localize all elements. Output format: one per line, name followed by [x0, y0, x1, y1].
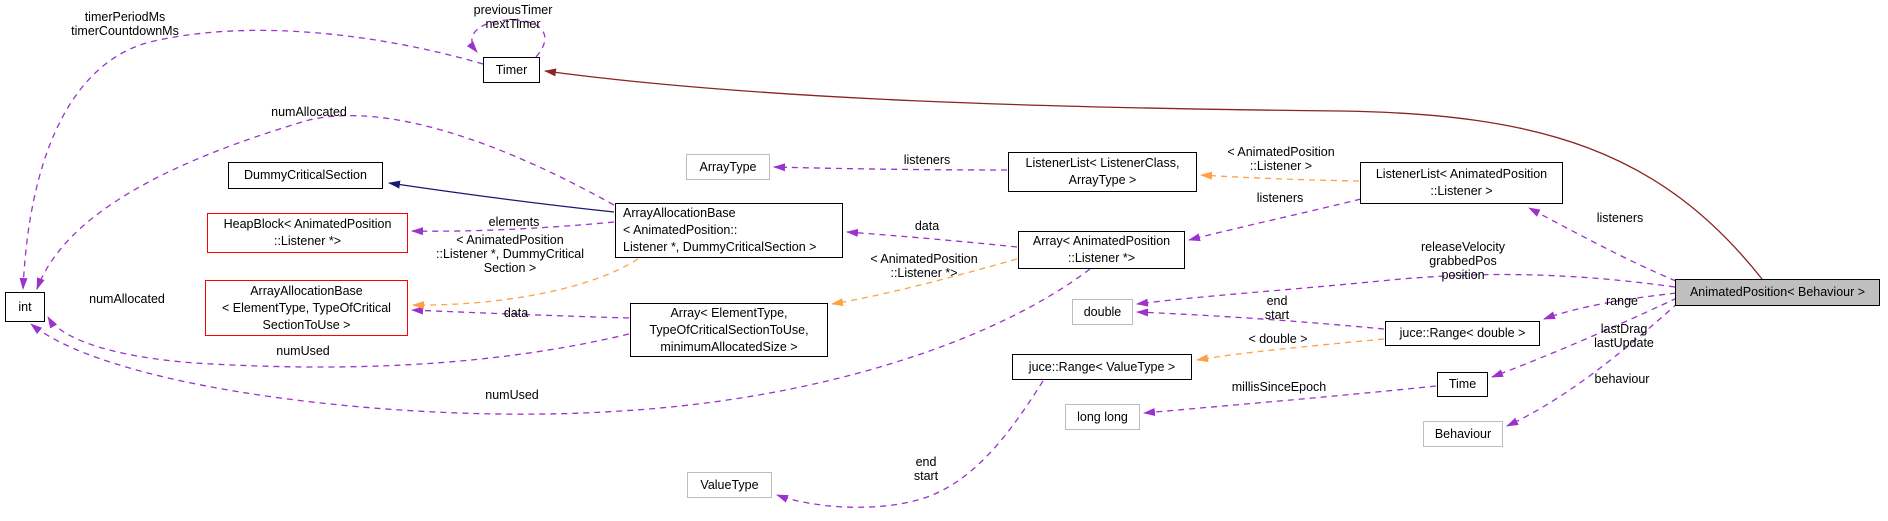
- class-node-arraytype: ArrayType: [686, 154, 770, 180]
- class-node-heapblock-listener[interactable]: HeapBlock< AnimatedPosition ::Listener *…: [207, 213, 408, 253]
- edge-label-data-left: data: [503, 306, 529, 320]
- edge-label-lastdrag: lastDrag lastUpdate: [1594, 322, 1654, 350]
- class-node-label: Timer: [495, 62, 528, 77]
- edge-label-behaviour-field: behaviour: [1594, 372, 1650, 386]
- class-node-label: ArrayAllocationBase < ElementType, TypeO…: [222, 283, 391, 332]
- class-node-listenerlist-animatedposition[interactable]: ListenerList< AnimatedPosition ::Listene…: [1360, 162, 1563, 204]
- edge-label-releasevelocity: releaseVelocity grabbedPos position: [1420, 240, 1506, 282]
- edge-label-tmpl-aab: < AnimatedPosition ::Listener *, DummyCr…: [436, 233, 584, 275]
- class-node-label: ListenerList< AnimatedPosition ::Listene…: [1375, 167, 1548, 198]
- edge-inherit-timer-private: [544, 68, 1763, 280]
- edge-template-array-instance: [831, 258, 1018, 307]
- class-node-array-allocation-base-listener[interactable]: ArrayAllocationBase < AnimatedPosition::…: [615, 203, 843, 258]
- class-node-animatedposition-behaviour: AnimatedPosition< Behaviour >: [1675, 279, 1880, 306]
- edge-inherit-dummycriticalsection: [388, 180, 615, 213]
- edge-aab-listener-to-heapblock-elements: [411, 221, 615, 236]
- class-node-label: Behaviour: [1434, 426, 1492, 441]
- edge-label-tmpl-listenerlist: < AnimatedPosition ::Listener >: [1227, 145, 1335, 173]
- edge-label-numallocated-left: numAllocated: [89, 292, 165, 306]
- edge-label-listeners-arraytype: listeners: [903, 153, 951, 167]
- edge-template-range-instance: [1196, 338, 1385, 363]
- class-node-dummy-critical-section[interactable]: DummyCriticalSection: [228, 162, 383, 189]
- edge-range-valuetype-to-valuetype-endstart: [776, 380, 1044, 508]
- class-node-range-double[interactable]: juce::Range< double >: [1385, 321, 1540, 346]
- edge-label-tmpl-double: < double >: [1248, 332, 1308, 346]
- edge-animpos-to-time-lastdrag: [1491, 297, 1678, 378]
- edge-label-previous-next-timer: previousTimer nextTimer: [473, 3, 553, 31]
- edge-label-data-mid: data: [914, 219, 940, 233]
- class-node-long-long: long long: [1065, 404, 1140, 430]
- class-node-timer[interactable]: Timer: [483, 57, 540, 83]
- edge-template-aab-instance: [412, 258, 639, 310]
- edge-label-listeners-right: listeners: [1596, 211, 1644, 225]
- class-node-range-valuetype[interactable]: juce::Range< ValueType >: [1012, 354, 1192, 380]
- edge-label-numallocated-top: numAllocated: [271, 105, 347, 119]
- edge-label-listeners-mid: listeners: [1256, 191, 1304, 205]
- edge-label-end-start-bottom: end start: [913, 455, 939, 483]
- class-node-behaviour: Behaviour: [1423, 421, 1503, 447]
- edge-animpos-to-listenerlist-listeners: [1528, 207, 1677, 282]
- edge-animpos-to-double-releasevelocity: [1136, 273, 1676, 307]
- edge-label-numused-upper: numUsed: [276, 344, 330, 358]
- class-node-label: double: [1083, 304, 1122, 319]
- class-node-listenerlist-generic[interactable]: ListenerList< ListenerClass, ArrayType >: [1008, 152, 1197, 192]
- class-node-label: ListenerList< ListenerClass, ArrayType >: [1025, 156, 1180, 187]
- edge-label-range: range: [1606, 294, 1638, 308]
- edge-time-to-longlong-millis: [1143, 385, 1437, 417]
- edge-label-millissinceepoch: millisSinceEpoch: [1231, 380, 1327, 394]
- class-node-array-generic[interactable]: Array< ElementType, TypeOfCriticalSectio…: [630, 303, 828, 357]
- class-node-label: HeapBlock< AnimatedPosition ::Listener *…: [223, 217, 392, 248]
- class-node-label: juce::Range< ValueType >: [1028, 359, 1176, 374]
- class-node-array-listener[interactable]: Array< AnimatedPosition ::Listener *>: [1018, 231, 1185, 269]
- class-node-label: AnimatedPosition< Behaviour >: [1689, 285, 1866, 299]
- edge-array-listener-to-aab-data: [846, 228, 1018, 248]
- class-node-label: Time: [1448, 377, 1477, 391]
- class-node-label: int: [18, 299, 32, 314]
- edge-animpos-to-behaviour: [1506, 302, 1679, 427]
- class-node-label: DummyCriticalSection: [244, 168, 367, 182]
- class-node-label: ArrayType: [699, 159, 757, 174]
- edge-label-end-start-right: end start: [1264, 294, 1290, 322]
- class-node-label: ValueType: [700, 477, 759, 492]
- edge-label-numused-lower: numUsed: [485, 388, 539, 402]
- class-node-label: Array< AnimatedPosition ::Listener *>: [1032, 234, 1171, 265]
- edge-listenerlist-to-arraytype-listeners: [773, 163, 1008, 172]
- edge-template-listenerlist-instance: [1200, 171, 1360, 182]
- class-node-label: long long: [1077, 409, 1128, 424]
- edge-label-tmpl-array: < AnimatedPosition ::Listener *>: [870, 252, 978, 280]
- class-node-label: Array< ElementType, TypeOfCriticalSectio…: [649, 305, 809, 354]
- edge-range-double-to-double-endstart: [1136, 308, 1385, 330]
- class-node-array-allocation-base-generic[interactable]: ArrayAllocationBase < ElementType, TypeO…: [205, 280, 408, 336]
- edge-animpos-to-range-range: [1543, 292, 1677, 320]
- edge-aab-listener-to-int-numallocated: [36, 114, 615, 290]
- edge-listenerlist-anim-to-array-listeners: [1188, 198, 1362, 242]
- class-node-valuetype: ValueType: [687, 472, 772, 498]
- edge-timer-to-int: [19, 29, 484, 290]
- class-node-label: juce::Range< double >: [1399, 326, 1526, 340]
- class-node-time[interactable]: Time: [1437, 372, 1488, 397]
- edge-array-generic-to-aab-data: [411, 306, 630, 319]
- class-node-int: int: [5, 292, 45, 322]
- edge-array-listener-to-int-numused: [30, 268, 1091, 415]
- edge-label-timer-period: timerPeriodMs timerCountdownMs: [71, 10, 179, 38]
- class-node-label: ArrayAllocationBase < AnimatedPosition::…: [623, 206, 817, 254]
- class-node-double: double: [1072, 299, 1133, 325]
- edge-array-generic-to-int-numused: [47, 316, 630, 368]
- edge-label-elements: elements: [488, 215, 540, 229]
